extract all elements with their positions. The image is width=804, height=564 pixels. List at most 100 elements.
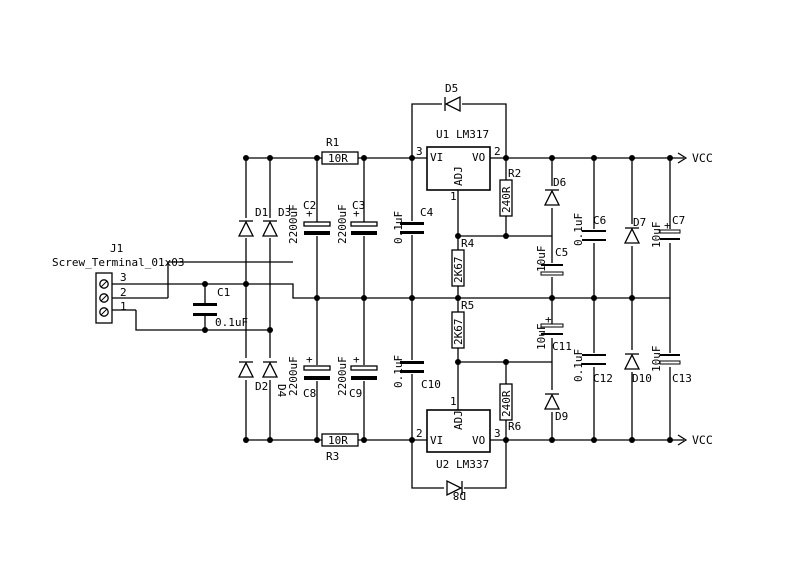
j1-pin-label-1: 1 [120,300,127,313]
capacitor-c9: + C9 2200uF [336,353,378,400]
regulator-u1: VI VO ADJ 3 2 1 U1 LM317 [416,128,501,203]
d7-label: D7 [633,216,646,229]
u1-value: LM317 [456,128,489,141]
r1-value: 10R [328,152,348,165]
c1-ref: C1 [217,286,230,299]
power-flag-top: VCC [677,151,713,165]
power-flag-bottom: VCC [677,433,713,447]
diode-d2: D2 [237,358,268,393]
c1-value: 0.1uF [215,316,248,329]
r1-ref: R1 [326,136,339,149]
u1-adj: ADJ [452,166,465,186]
c3-value: 2200uF [336,204,349,244]
c4-ref: C4 [420,206,434,219]
c7-plus: + [664,219,671,232]
c10-ref: C10 [421,378,441,391]
u2-vi: VI [430,434,443,447]
c7-value: 10uF [650,222,663,249]
capacitor-c4: C4 0.1uF [392,206,434,244]
u2-pin-vo: 3 [494,427,501,440]
r6-ref: R6 [508,420,521,433]
r3-value: 10R [328,434,348,447]
diode-d4: D4 [261,358,288,398]
c5-value: 10uF [535,246,548,273]
diode-d8: D8 [444,479,466,502]
c11-plus: + [545,313,552,326]
c12-value: 0.1uF [572,349,585,382]
connector-j1: J1 Screw_Terminal_01x03 3 2 1 [52,242,184,324]
capacitor-c1: C1 0.1uF [193,286,248,329]
diode-d3: D3 [261,206,291,238]
screw-terminal-pin-3 [99,279,130,289]
resistor-r2: 240R R2 [499,167,521,217]
c9-plus: + [353,353,360,366]
resistor-r1: 10R R1 [321,136,359,165]
c8-plus: + [306,353,313,366]
r4-value: 2K67 [452,257,465,284]
capacitor-c6: C6 0.1uF [572,213,606,246]
capacitor-c8: + C8 2200uF [287,353,331,400]
diode-d7: D7 [623,216,646,246]
d5-label: D5 [445,82,458,95]
resistor-r4: 2K67 R4 [451,237,475,287]
screw-terminal-pin-2 [99,293,130,303]
u1-pin-vo: 2 [494,145,501,158]
resistor-r3: 10R R3 [321,433,359,463]
j1-pin-label-3: 3 [120,271,127,284]
c2-value: 2200uF [287,204,300,244]
j1-pin-label-2: 2 [120,286,127,299]
capacitor-c12: C12 0.1uF [572,349,613,385]
resistor-r5: 2K67 R5 [451,299,474,349]
c6-ref: C6 [593,214,606,227]
vcc-bottom-label: VCC [692,433,713,447]
c13-value: 10uF [650,346,663,373]
c11-ref: C11 [552,340,572,353]
u2-pin-adj: 1 [450,395,457,408]
junctions [202,155,673,443]
screw-terminal-pin-1 [99,307,130,317]
regulator-u2: VI VO ADJ 2 3 1 U2 LM337 [416,395,501,471]
resistor-r6: 240R R6 [499,383,521,433]
d6-label: D6 [553,176,566,189]
capacitor-c2: + C2 2200uF [287,199,331,244]
c6-value: 0.1uF [572,213,585,246]
c2-ref: C2 [303,199,316,212]
d4-label: D4 [275,384,288,398]
r6-value: 240R [500,390,513,417]
u2-value: LM337 [456,458,489,471]
r2-value: 240R [500,186,513,213]
diode-d1: D1 [237,206,268,238]
vcc-top-label: VCC [692,151,713,165]
d9-label: D9 [555,410,568,423]
r5-value: 2K67 [452,319,465,346]
j1-value: Screw_Terminal_01x03 [52,256,184,269]
c11-value: 10uF [535,324,548,351]
capacitor-c3: + C3 2200uF [336,199,378,244]
c9-ref: C9 [349,387,362,400]
r4-ref: R4 [461,237,475,250]
u2-pin-vi: 2 [416,427,423,440]
diode-d6: D6 [543,176,566,208]
c3-ref: C3 [352,199,365,212]
d1-label: D1 [255,206,268,219]
c9-value: 2200uF [336,356,349,396]
diode-d5: D5 [442,82,462,113]
r3-ref: R3 [326,450,339,463]
capacitor-c13: C13 10uF [650,346,692,386]
d3-label: D3 [278,206,291,219]
u1-vi: VI [430,151,443,164]
diode-d9: D9 [543,390,568,423]
capacitor-c11: + C11 10uF [535,313,572,353]
c3-plus: + [353,207,360,220]
u2-vo: VO [472,434,485,447]
wires [130,103,684,489]
u1-ref: U1 [436,128,449,141]
r2-ref: R2 [508,167,521,180]
capacitor-c10: C10 0.1uF [392,355,441,391]
u1-pin-vi: 3 [416,145,423,158]
capacitor-c7: + C7 10uF [650,214,685,248]
c10-value: 0.1uF [392,355,405,388]
u1-vo: VO [472,151,485,164]
c8-value: 2200uF [287,356,300,396]
u1-pin-adj: 1 [450,190,457,203]
